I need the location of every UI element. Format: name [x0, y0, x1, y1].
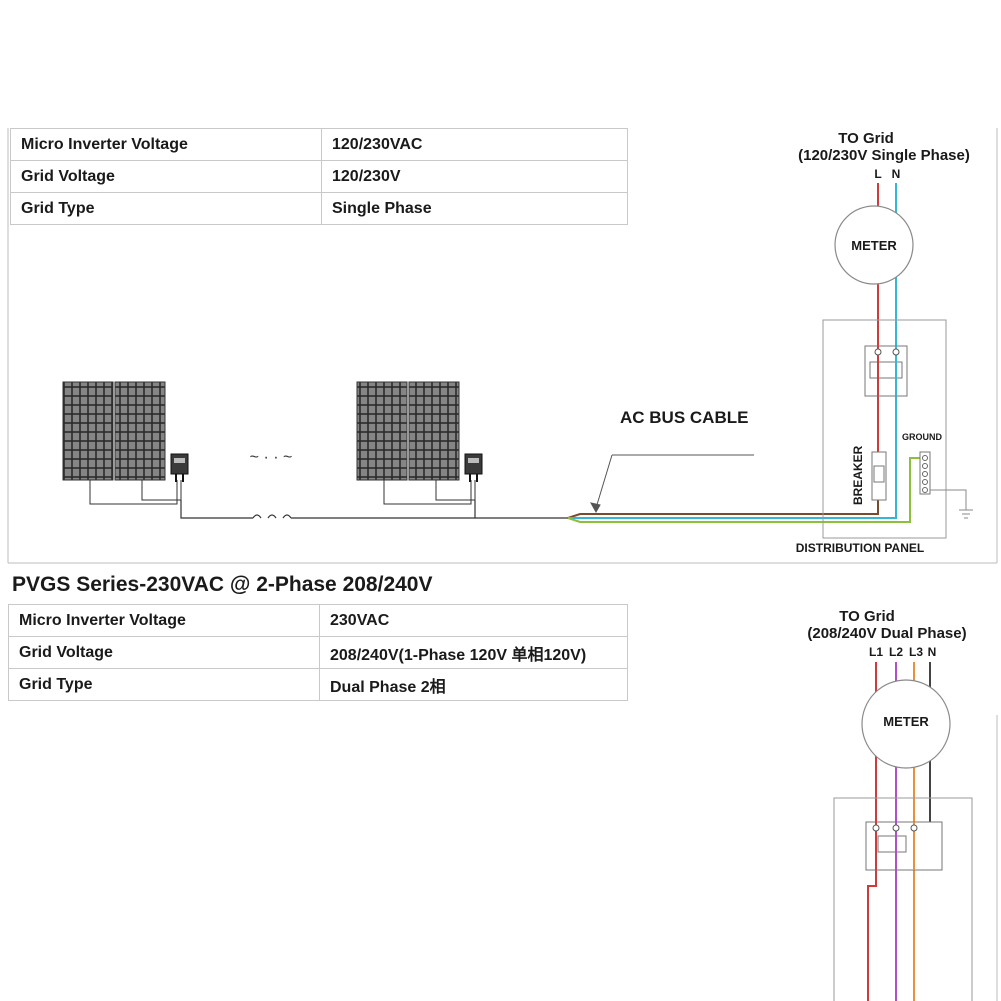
- spec-value: Single Phase: [321, 192, 628, 225]
- micro-inverter-icon: [464, 453, 483, 482]
- phase-label-n: N: [892, 167, 901, 181]
- spec-table-single-phase: Micro Inverter Voltage 120/230VAC Grid V…: [10, 128, 628, 225]
- breaker-label: BREAKER: [851, 445, 865, 505]
- table-row: Grid Voltage 120/230V: [10, 160, 628, 193]
- section-frame: [7, 128, 998, 564]
- main-breaker-icon: [865, 821, 943, 871]
- to-grid-subtitle: (120/230V Single Phase): [798, 147, 970, 164]
- spec-value: 120/230V: [321, 160, 628, 193]
- table-row: Micro Inverter Voltage 230VAC: [8, 604, 628, 637]
- table-row: Grid Type Dual Phase 2相: [8, 668, 628, 701]
- table-row: Micro Inverter Voltage 120/230VAC: [10, 128, 628, 161]
- section-title: PVGS Series-230VAC @ 2-Phase 208/240V: [12, 573, 433, 596]
- to-grid-title: TO Grid: [839, 608, 895, 625]
- spec-value: 208/240V(1-Phase 120V 单相120V): [319, 636, 628, 669]
- distribution-panel: [822, 319, 947, 539]
- meter-label: METER: [851, 238, 897, 253]
- to-grid-title: TO Grid: [838, 130, 894, 147]
- ground-label: GROUND: [902, 432, 942, 442]
- branch-breaker-icon: [871, 451, 887, 501]
- meter-icon: [861, 679, 951, 769]
- spec-label: Micro Inverter Voltage: [10, 128, 322, 161]
- phase-label-l: L: [874, 167, 881, 181]
- dc-leads: [89, 480, 476, 505]
- continuation-mark: ~ · · ~: [250, 449, 293, 466]
- table-row: Grid Type Single Phase: [10, 192, 628, 225]
- solar-panel-left-1: [62, 381, 114, 481]
- phase-label-n: N: [928, 645, 937, 659]
- main-breaker-icon: [864, 345, 908, 397]
- spec-value: Dual Phase 2相: [319, 668, 628, 701]
- meter-label: METER: [883, 714, 929, 729]
- meter-icon: [834, 205, 914, 285]
- spec-table-dual-phase: Micro Inverter Voltage 230VAC Grid Volta…: [8, 604, 628, 701]
- ac-trunk-line: [180, 500, 568, 519]
- spec-value: 230VAC: [319, 604, 628, 637]
- spec-label: Micro Inverter Voltage: [8, 604, 320, 637]
- ground-bar-icon: [919, 451, 931, 495]
- phase-label-l2: L2: [889, 645, 903, 659]
- spec-label: Grid Type: [10, 192, 322, 225]
- spec-value: 120/230VAC: [321, 128, 628, 161]
- phase-label-l3: L3: [909, 645, 923, 659]
- solar-panel-left-2: [114, 381, 166, 481]
- solar-panel-right-2: [408, 381, 460, 481]
- distribution-panel-2: [833, 797, 973, 1001]
- spec-label: Grid Type: [8, 668, 320, 701]
- phase-label-l1: L1: [869, 645, 883, 659]
- ac-bus-cable-leader: [590, 454, 754, 514]
- to-grid-subtitle: (208/240V Dual Phase): [807, 625, 966, 642]
- ac-bus-cable-wires: [567, 395, 920, 523]
- earth-ground-icon: [930, 489, 973, 519]
- distribution-panel-label: DISTRIBUTION PANEL: [796, 541, 924, 555]
- solar-panel-right-1: [356, 381, 408, 481]
- micro-inverter-icon: [170, 453, 189, 482]
- ac-bus-cable-label: AC BUS CABLE: [620, 408, 748, 427]
